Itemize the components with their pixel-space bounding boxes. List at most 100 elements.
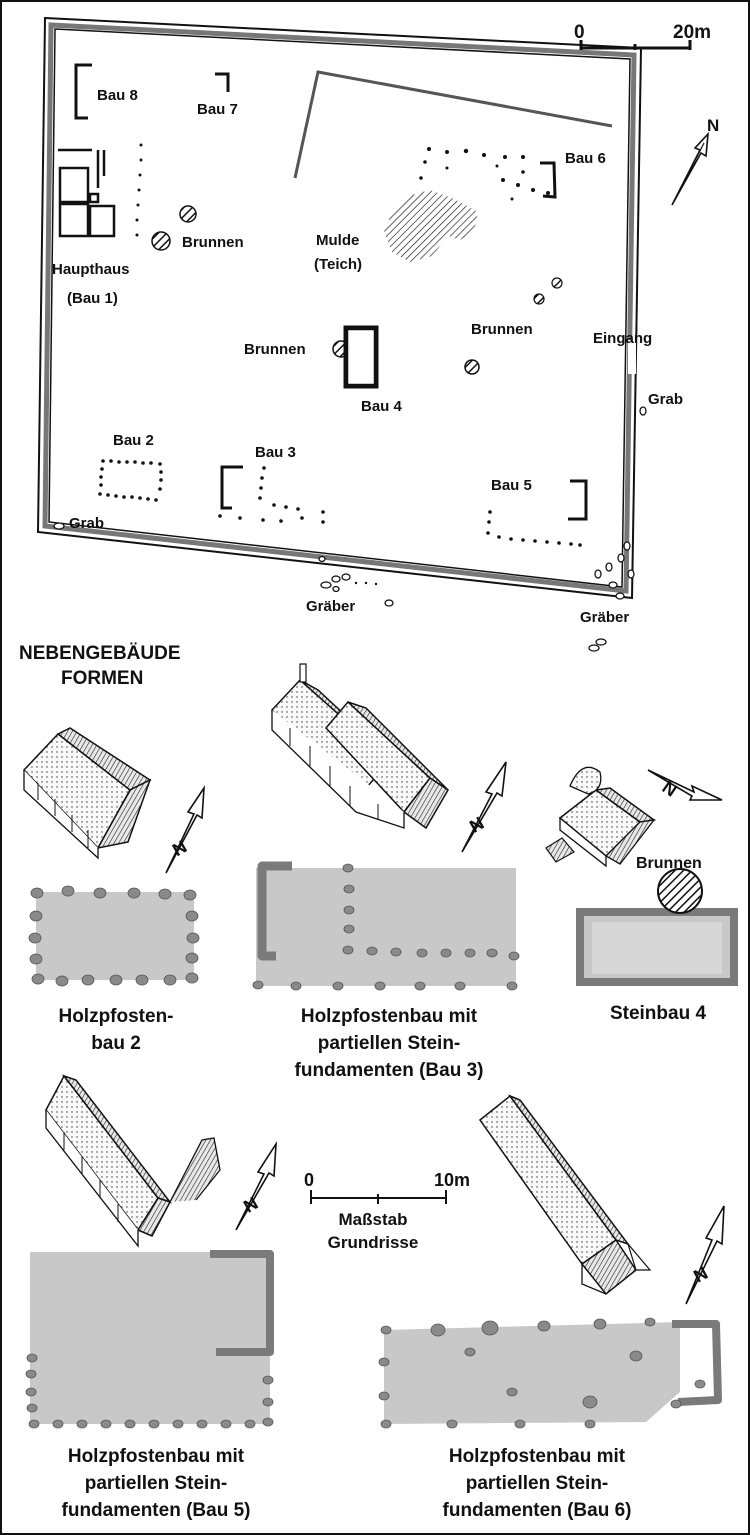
- well-east-3: [533, 293, 545, 305]
- bau2-posts-detail: [28, 885, 200, 987]
- bau4-foundation-inner: [348, 330, 374, 384]
- label-bau3: Bau 3: [255, 444, 296, 461]
- bau6-stone-wall: [672, 1320, 722, 1406]
- label-mulde: Mulde: [316, 232, 359, 249]
- well-west-1: [179, 205, 197, 223]
- well-west-2: [151, 231, 171, 251]
- scale-site-zero: 0: [574, 22, 585, 43]
- bau3-posts-detail: [252, 863, 520, 991]
- forms-heading-1: NEBENGEBÄUDE: [19, 643, 181, 664]
- north-arrow-site: N: [671, 116, 719, 206]
- graves-dots: [354, 581, 378, 586]
- bau5-floor: [30, 1252, 270, 1424]
- bau4-caption: Steinbau 4: [610, 1003, 707, 1024]
- label-brunnen-east: Brunnen: [471, 321, 533, 338]
- scale-forms-zero: 0: [304, 1170, 314, 1190]
- label-graeber-east: Gräber: [580, 609, 629, 626]
- bau3-floor: [256, 868, 516, 986]
- bau7-foundation: [215, 72, 230, 92]
- label-bau6: Bau 6: [565, 150, 606, 167]
- bau6-foundation: [540, 161, 557, 199]
- bau2-caption-1: Holzpfosten-: [58, 1006, 173, 1027]
- bau4-floor-inner: [592, 922, 722, 974]
- scale-bar-site: 0 20m: [574, 22, 711, 50]
- inner-partition-wall: [293, 70, 613, 179]
- bau5-north-label: N: [240, 1193, 261, 1217]
- bau6-caption-3: fundamenten (Bau 6): [443, 1500, 632, 1521]
- bau5-posts-detail: [25, 1353, 274, 1429]
- bau5-north-arrow: N: [235, 1140, 277, 1231]
- label-eingang: Eingang: [593, 330, 652, 347]
- bau5-stone-wall: [210, 1250, 274, 1356]
- bau3-foundation: [220, 465, 243, 510]
- forms-section: NEBENGEBÄUDE FORMEN N Holzpfosten- bau 2: [19, 643, 738, 1521]
- label-bau4: Bau 4: [361, 398, 403, 415]
- bau4-north-arrow: N: [647, 769, 723, 801]
- scale-forms-label-2: Grundrisse: [328, 1233, 419, 1252]
- label-graeber-center: Gräber: [306, 598, 355, 615]
- scale-forms-max: 10m: [434, 1170, 470, 1190]
- north-label-site: N: [707, 116, 719, 135]
- label-grab-east: Grab: [648, 391, 683, 408]
- label-bau7: Bau 7: [197, 101, 238, 118]
- site-plan: 0 20m N Bau 8 Bau 7 Brunnen Haupthaus (B…: [36, 16, 719, 652]
- bau5-foundation: [568, 479, 588, 521]
- bau3-posts: [218, 466, 325, 524]
- label-teich: (Teich): [314, 256, 362, 273]
- bau6-north-label: N: [690, 1263, 711, 1287]
- bau3-stone-wall: [257, 861, 292, 961]
- bau2-north-arrow: N: [165, 785, 205, 874]
- enclosure-wall-inner: [48, 28, 631, 588]
- scale-bar-forms: 0 10m Maßstab Grundrisse: [304, 1170, 470, 1252]
- label-bau2: Bau 2: [113, 432, 154, 449]
- enclosure-wall-fill: [42, 22, 637, 594]
- forms-heading-2: FORMEN: [61, 668, 143, 689]
- bau3-north-arrow: N: [461, 761, 507, 853]
- haupthaus-posts: [135, 143, 143, 237]
- entrance-gap: [628, 340, 636, 374]
- bau6-floor: [384, 1322, 680, 1424]
- bau4-well-label: Brunnen: [636, 855, 702, 872]
- bau6-sketch: [478, 1094, 652, 1296]
- bau5-caption-1: Holzpfostenbau mit: [68, 1446, 245, 1467]
- bau2-north-label: N: [169, 836, 190, 860]
- bau6-caption-2: partiellen Stein-: [466, 1473, 609, 1494]
- scale-site-max: 20m: [673, 22, 711, 43]
- bau4-north-label: N: [659, 777, 681, 801]
- bau4-well: [657, 868, 703, 914]
- bau6-posts-detail: [378, 1317, 706, 1429]
- bau6-posts: [419, 147, 550, 201]
- label-brunnen-center: Brunnen: [244, 341, 306, 358]
- bau8-foundation: [74, 63, 92, 120]
- graves: [53, 406, 647, 652]
- bau4-foundation-outer: [343, 325, 379, 389]
- bau5-posts: [486, 510, 582, 547]
- bau2-posts: [98, 459, 163, 502]
- label-bau1: (Bau 1): [67, 290, 118, 307]
- label-haupthaus: Haupthaus: [52, 261, 130, 278]
- bau5-sketch: [45, 1074, 221, 1248]
- enclosure-wall-outer: [36, 16, 643, 600]
- bau5-caption-2: partiellen Stein-: [85, 1473, 228, 1494]
- bau4-stone-wall: [576, 908, 738, 986]
- bau5-caption-3: fundamenten (Bau 5): [62, 1500, 251, 1521]
- label-bau8: Bau 8: [97, 87, 138, 104]
- label-bau5: Bau 5: [491, 477, 532, 494]
- bau3-caption-2: partiellen Stein-: [318, 1033, 461, 1054]
- bau3-sketch: [270, 663, 450, 830]
- bau4-sketch: [545, 766, 656, 868]
- label-grab-west: Grab: [69, 515, 104, 532]
- well-east-2: [551, 277, 563, 289]
- bau2-floor: [36, 892, 194, 980]
- bau2-caption-2: bau 2: [91, 1033, 141, 1054]
- bau2-sketch: [22, 727, 152, 860]
- haupthaus-plan: [58, 148, 116, 238]
- label-brunnen-west: Brunnen: [182, 234, 244, 251]
- well-east-1: [464, 359, 480, 375]
- mulde-pond: [384, 190, 478, 262]
- bau3-north-label: N: [466, 813, 487, 837]
- bau3-caption-3: fundamenten (Bau 3): [295, 1060, 484, 1081]
